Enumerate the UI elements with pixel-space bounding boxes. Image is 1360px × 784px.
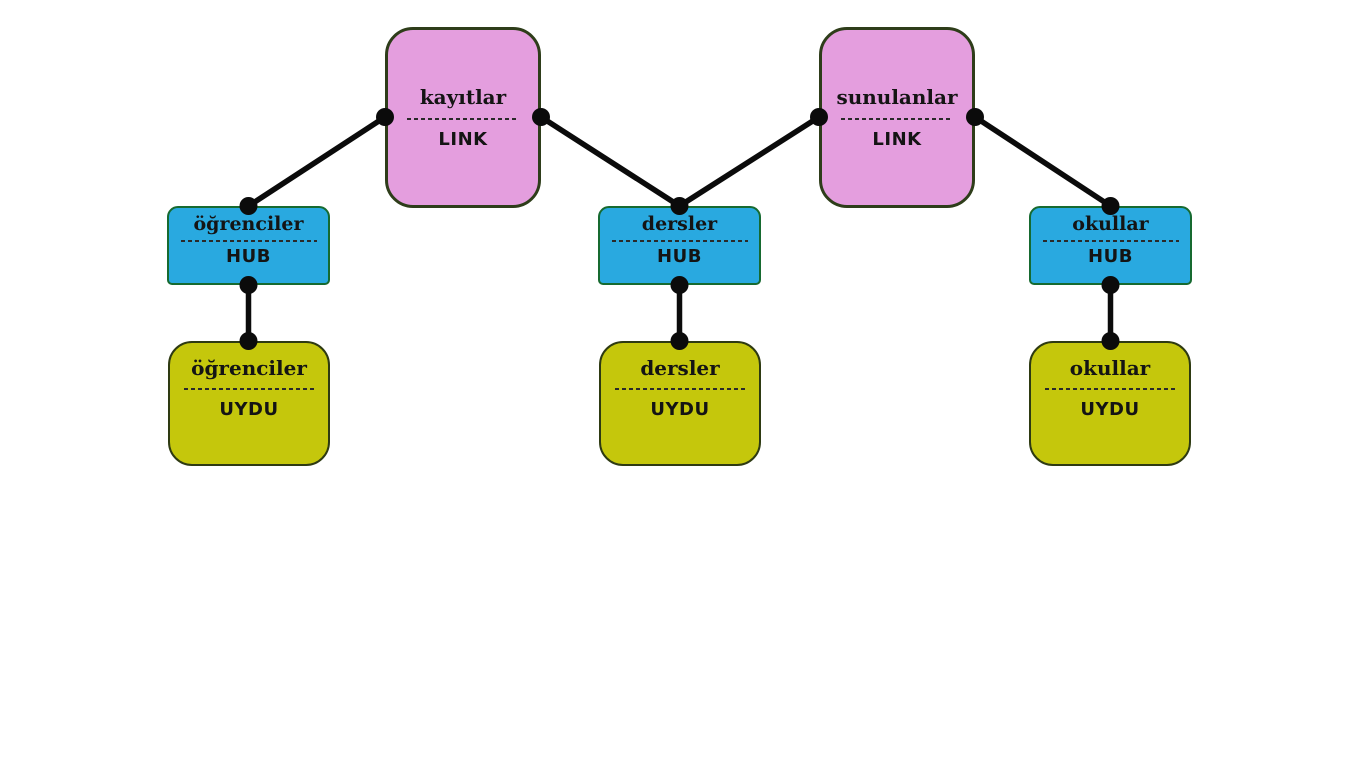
edge-sunulanlar-derslerhub <box>676 114 822 209</box>
title-separator <box>407 118 519 120</box>
node-ogrenciler-uydu: öğrenciler UYDU <box>168 341 330 466</box>
node-type-label: HUB <box>657 246 702 267</box>
node-type-label: LINK <box>872 129 922 150</box>
node-ogrenciler-hub: öğrenciler HUB <box>167 206 330 285</box>
node-title: okullar <box>1069 356 1151 380</box>
title-separator <box>1045 388 1175 390</box>
node-type-label: LINK <box>438 129 488 150</box>
node-okullar-hub: okullar HUB <box>1029 206 1192 285</box>
node-type-label: UYDU <box>219 399 279 420</box>
title-separator <box>841 118 953 120</box>
title-separator <box>184 388 314 390</box>
node-title: dersler <box>640 356 720 380</box>
title-separator <box>1042 240 1179 242</box>
title-separator <box>611 240 748 242</box>
edge-sunulanlar-okullarhub <box>972 114 1114 209</box>
edge-kayitlar-ogrencilerhub <box>245 114 388 209</box>
node-title: öğrenciler <box>191 356 307 380</box>
node-title: sunulanlar <box>836 85 958 109</box>
node-title: öğrenciler <box>193 213 304 235</box>
edge-kayitlar-derslerhub <box>538 114 683 209</box>
node-title: dersler <box>641 213 718 235</box>
node-type-label: UYDU <box>650 399 710 420</box>
node-type-label: HUB <box>226 246 271 267</box>
node-dersler-uydu: dersler UYDU <box>599 341 761 466</box>
node-dersler-hub: dersler HUB <box>598 206 761 285</box>
title-separator <box>615 388 745 390</box>
node-title: okullar <box>1072 213 1149 235</box>
node-kayitlar-link: kayıtlar LINK <box>385 27 541 208</box>
title-separator <box>180 240 317 242</box>
node-title: kayıtlar <box>419 85 507 109</box>
node-okullar-uydu: okullar UYDU <box>1029 341 1191 466</box>
node-type-label: UYDU <box>1080 399 1140 420</box>
node-type-label: HUB <box>1088 246 1133 267</box>
node-sunulanlar-link: sunulanlar LINK <box>819 27 975 208</box>
